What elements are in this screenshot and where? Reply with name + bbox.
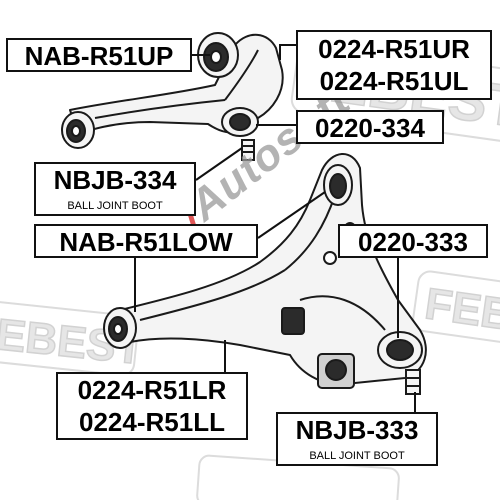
label-nab-r51up-code: NAB-R51UP <box>24 41 174 71</box>
lower-arm-bracket <box>281 307 355 389</box>
upper-arm-bushing <box>197 32 239 78</box>
upper-ball-joint <box>221 107 259 137</box>
label-0220-334: 0220-334 <box>296 110 444 144</box>
label-lower-arm-code-r: 0224-R51LR <box>77 375 227 405</box>
label-nbjb-334: NBJB-334 BALL JOINT BOOT <box>34 162 196 216</box>
label-nbjb-333-code: NBJB-333 <box>295 415 419 445</box>
label-lower-arm-code-l: 0224-R51LL <box>79 407 225 437</box>
label-upper-arm-code-l: 0224-R51UL <box>319 66 469 96</box>
label-nbjb-333-text: BALL JOINT BOOT <box>309 450 405 462</box>
label-upper-arm-code-r: 0224-R51UR <box>318 34 470 64</box>
label-0220-334-code: 0220-334 <box>315 113 425 143</box>
label-nbjb-334-code: NBJB-334 <box>53 165 177 195</box>
label-nab-r51low-code: NAB-R51LOW <box>59 227 233 257</box>
label-0220-333: 0220-333 <box>338 224 488 258</box>
leader-lines <box>134 44 416 412</box>
label-0220-333-code: 0220-333 <box>358 227 468 257</box>
label-lower-arm: 0224-R51LR 0224-R51LL <box>56 372 248 440</box>
label-nbjb-333: NBJB-333 BALL JOINT BOOT <box>276 412 438 466</box>
label-nbjb-334-text: BALL JOINT BOOT <box>67 200 163 212</box>
lower-ball-joint <box>377 331 423 395</box>
upper-arm-front-bushing <box>61 111 95 149</box>
lower-arm-rear-bushing <box>323 164 353 206</box>
label-nab-r51up: NAB-R51UP <box>6 38 192 72</box>
label-upper-arm: 0224-R51UR 0224-R51UL <box>296 30 492 100</box>
upper-ball-joint-stud <box>241 139 255 161</box>
label-nab-r51low: NAB-R51LOW <box>34 224 258 258</box>
lower-arm-front-bushing <box>103 307 137 349</box>
